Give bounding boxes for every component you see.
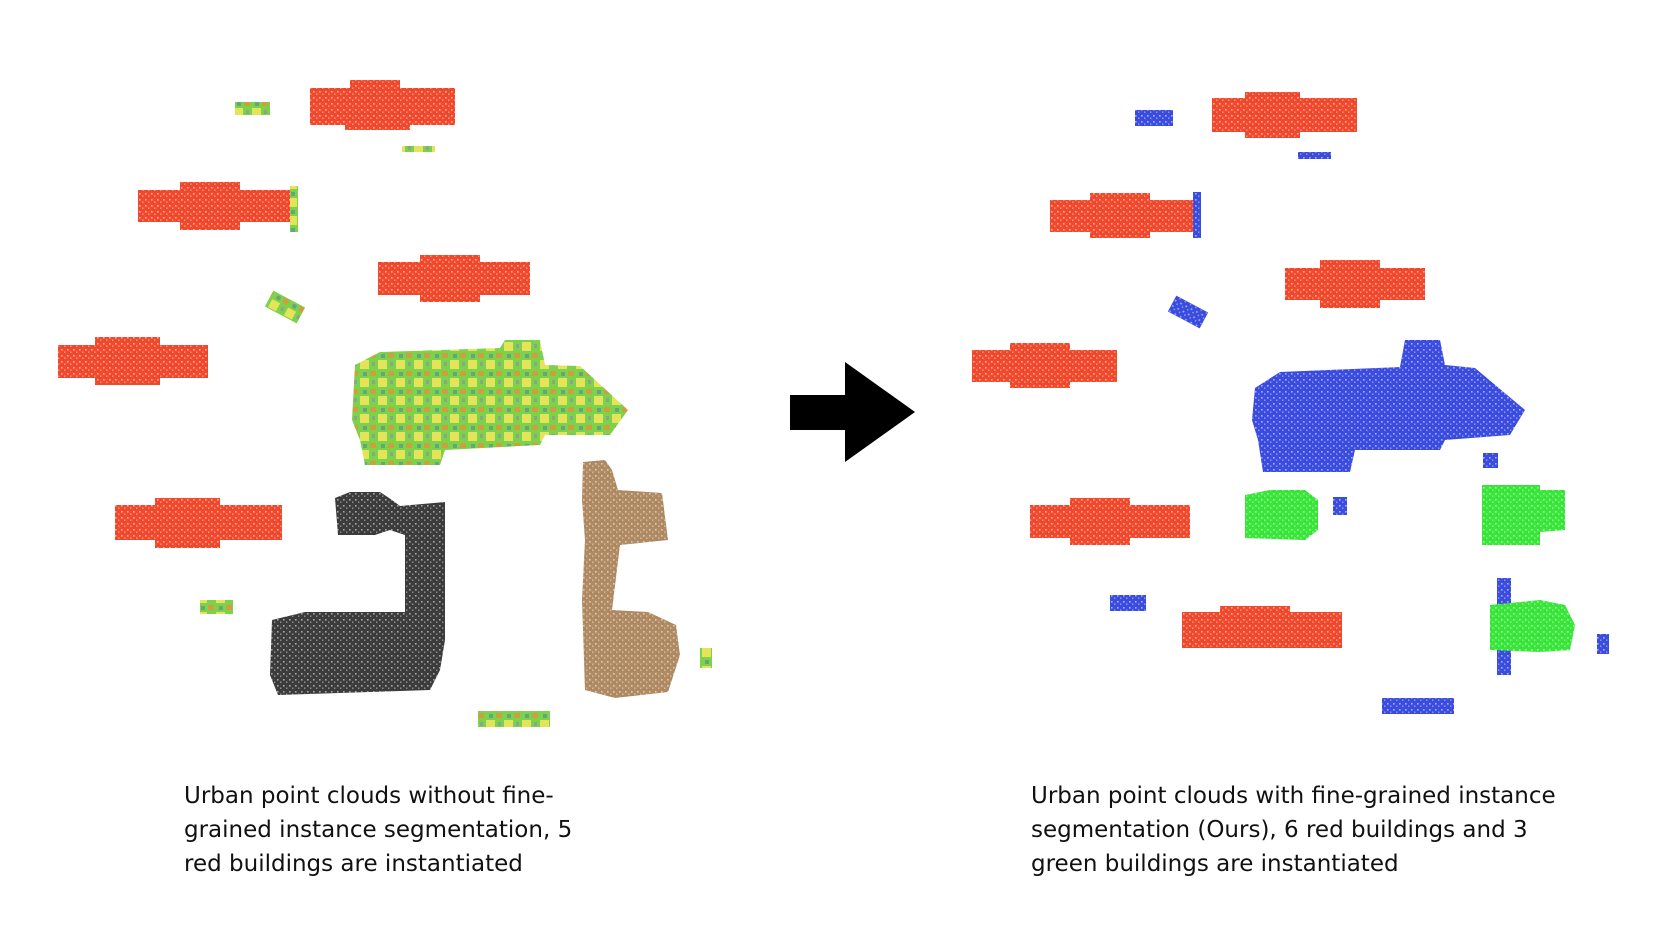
left-small-piece-1	[235, 102, 270, 115]
left-red-building-2	[138, 182, 292, 230]
left-caption-line-2: grained instance segmentation, 5	[184, 817, 573, 843]
left-mixed-complex	[352, 340, 628, 465]
right-arrow-icon	[790, 362, 915, 462]
left-small-piece-3	[264, 290, 306, 324]
right-red-building-1	[1212, 92, 1357, 138]
right-caption-line-1: Urban point clouds with fine-grained ins…	[1031, 783, 1556, 809]
left-red-building-1	[310, 80, 455, 130]
left-small-piece-2	[402, 146, 435, 152]
left-point-cloud	[58, 80, 712, 727]
left-small-piece-4	[200, 600, 233, 614]
right-red-building-5	[1030, 498, 1190, 545]
right-red-building-6	[1182, 606, 1342, 648]
left-small-strip	[290, 186, 298, 232]
right-point-cloud	[972, 92, 1609, 714]
right-red-building-4	[972, 343, 1117, 388]
left-caption-line-3: red buildings are instantiated	[184, 851, 523, 877]
left-caption-line-1: Urban point clouds without fine-	[184, 783, 554, 809]
right-red-building-2	[1050, 193, 1195, 238]
left-red-building-5	[115, 498, 282, 548]
left-red-building-3	[378, 255, 530, 302]
left-red-building-4	[58, 337, 208, 385]
right-caption: Urban point clouds with fine-grained ins…	[1031, 779, 1556, 881]
right-caption-line-3: green buildings are instantiated	[1031, 851, 1399, 877]
left-caption: Urban point clouds without fine- grained…	[184, 779, 572, 881]
right-red-building-3	[1285, 260, 1425, 308]
right-caption-line-2: segmentation (Ours), 6 red buildings and…	[1031, 817, 1528, 843]
left-small-piece-6	[478, 711, 550, 727]
left-small-piece-5	[700, 648, 712, 668]
